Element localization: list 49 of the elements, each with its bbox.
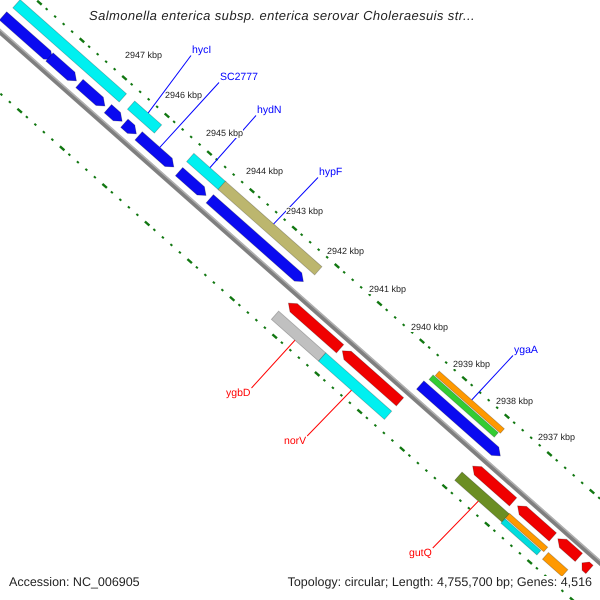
gene-label: hypF xyxy=(319,167,342,178)
gene-pentagon xyxy=(582,562,594,574)
gene-bar xyxy=(186,152,227,191)
gene-label: ygbD xyxy=(226,388,251,398)
leader-line xyxy=(148,55,192,114)
gene-pentagon xyxy=(0,11,53,60)
gene-pentagon xyxy=(557,538,584,562)
scale-label: 2941 kbp xyxy=(369,285,406,294)
scale-label: 2938 kbp xyxy=(496,397,534,406)
leader-line xyxy=(471,355,514,400)
gene-label: ygaA xyxy=(514,345,538,356)
gene-bar xyxy=(217,180,323,276)
scale-label: 2937 kbp xyxy=(538,433,576,442)
gene-pentagon xyxy=(206,194,304,282)
gene-label: gutQ xyxy=(409,548,432,558)
scale-label: 2942 kbp xyxy=(327,247,364,256)
gene-label: norV xyxy=(284,436,306,446)
gene-label: hycI xyxy=(192,45,212,56)
gene-pentagon xyxy=(45,52,77,82)
gene-pentagon xyxy=(288,302,344,354)
scale-label: 2943 kbp xyxy=(286,207,324,216)
gene-pentagon xyxy=(75,78,106,106)
gene-bar xyxy=(505,512,548,552)
leader-line xyxy=(159,82,220,148)
chart-title: Salmonella enterica subsp. enterica serovar Choleraesuis str... xyxy=(89,9,476,22)
scale-label: 2944 kbp xyxy=(246,167,284,176)
gene-bar xyxy=(270,310,326,362)
accession-note: Accession: NC_006905 xyxy=(9,576,140,588)
leader-line xyxy=(251,340,296,388)
gene-bar xyxy=(126,100,162,134)
leader-line xyxy=(306,390,352,436)
gene-label: SC2777 xyxy=(220,72,258,82)
gene-pentagon xyxy=(174,166,206,196)
gene-label: hydN xyxy=(257,105,282,116)
scale-label: 2940 kbp xyxy=(411,323,448,332)
gene-pentagon xyxy=(472,466,518,507)
scale-label: 2939 kbp xyxy=(453,360,490,369)
gene-bar xyxy=(318,352,392,420)
genome-summary: Topology: circular; Length: 4,755,700 bp; Genes: 4,516 xyxy=(288,576,592,588)
gene-pentagon xyxy=(517,505,557,542)
gene-bar xyxy=(500,518,542,556)
scale-label: 2945 kbp xyxy=(206,129,244,138)
gene-pentagon xyxy=(134,131,174,168)
scale-label: 2947 kbp xyxy=(125,51,162,60)
scale-label: 2946 kbp xyxy=(165,91,202,100)
gene-bar xyxy=(454,471,510,523)
gene-pentagon xyxy=(120,118,137,134)
gene-pentagon xyxy=(342,350,404,406)
leader-line xyxy=(209,115,256,168)
